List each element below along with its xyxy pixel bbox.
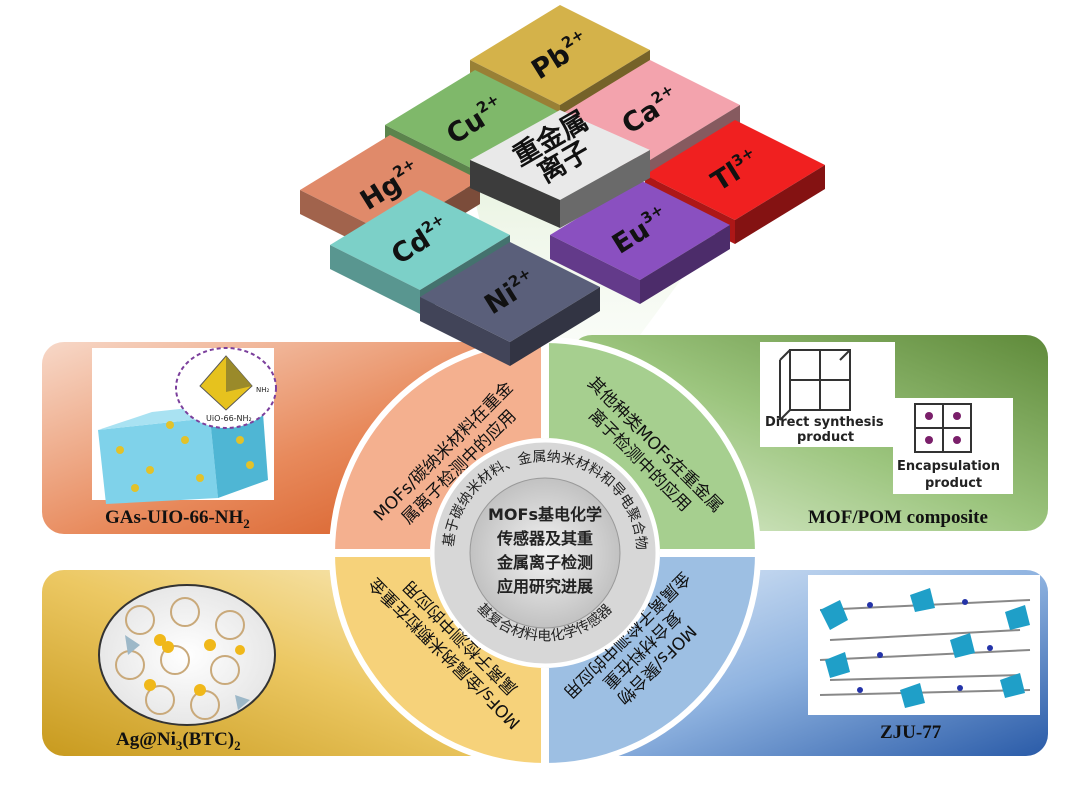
panel-label-zju-77: ZJU-77	[880, 722, 942, 743]
center-disc	[469, 477, 621, 629]
ag-ni-btc-image	[98, 584, 276, 726]
zju-77-image	[808, 575, 1040, 715]
uio-inset-label: UiO-66-NH₂	[206, 414, 252, 423]
direct-synthesis-label: Direct synthesis	[765, 415, 884, 430]
tile-top-face	[385, 70, 565, 170]
arc-segment-br	[545, 553, 755, 763]
tile-top-face	[550, 180, 730, 280]
center-heavy-metal-tile: 重金属 离子	[470, 104, 650, 228]
tile-left-face	[330, 245, 420, 314]
tile-left-face	[550, 235, 640, 304]
tile-left-face	[420, 297, 510, 366]
metal-ion-tile-eu: Eu3+	[550, 180, 730, 304]
mof-pom-image: Direct synthesis product Encapsulation p…	[760, 342, 1013, 494]
tile-top-face	[645, 120, 825, 220]
gas-uio-image: UiO-66-NH₂ NH₂	[92, 347, 277, 504]
panel-label-mof-pom: MOF/POM composite	[808, 507, 988, 528]
tile-top-face	[420, 242, 600, 342]
arc-separators	[335, 343, 755, 763]
center-line-2: 传感器及其重	[496, 529, 593, 548]
direct-product-label: product	[797, 430, 854, 445]
metal-ion-tile-ni: Ni2+	[420, 242, 600, 366]
metal-ion-tiles: Pb2+Cu2+Ca2+Hg2+Tl3+Cd2+Eu3+Ni2+	[300, 5, 825, 366]
center-line-1: MOFs基电化学	[488, 505, 602, 524]
panel-label-gas-uio: GAs-UIO-66-NH2	[105, 507, 250, 531]
tile-top-face	[300, 135, 480, 235]
arc-segment-tl	[335, 343, 545, 553]
panel-label-ag-ni-btc: Ag@Ni3(BTC)2	[116, 729, 241, 753]
nh2-group-label: NH₂	[256, 386, 270, 394]
tile-top-face	[470, 5, 650, 105]
center-line-4: 应用研究进展	[497, 577, 594, 596]
center-line-3: 金属离子检测	[496, 553, 593, 572]
tile-top-face	[330, 190, 510, 290]
tile-right-face	[640, 225, 730, 304]
arc-segment-bl	[335, 553, 545, 763]
arc-segment-tr	[545, 343, 755, 553]
tile-right-face	[735, 165, 825, 244]
tile-right-face	[510, 287, 600, 366]
encapsulation-label: Encapsulation	[897, 459, 1000, 474]
encapsulation-product-label: product	[925, 476, 982, 491]
